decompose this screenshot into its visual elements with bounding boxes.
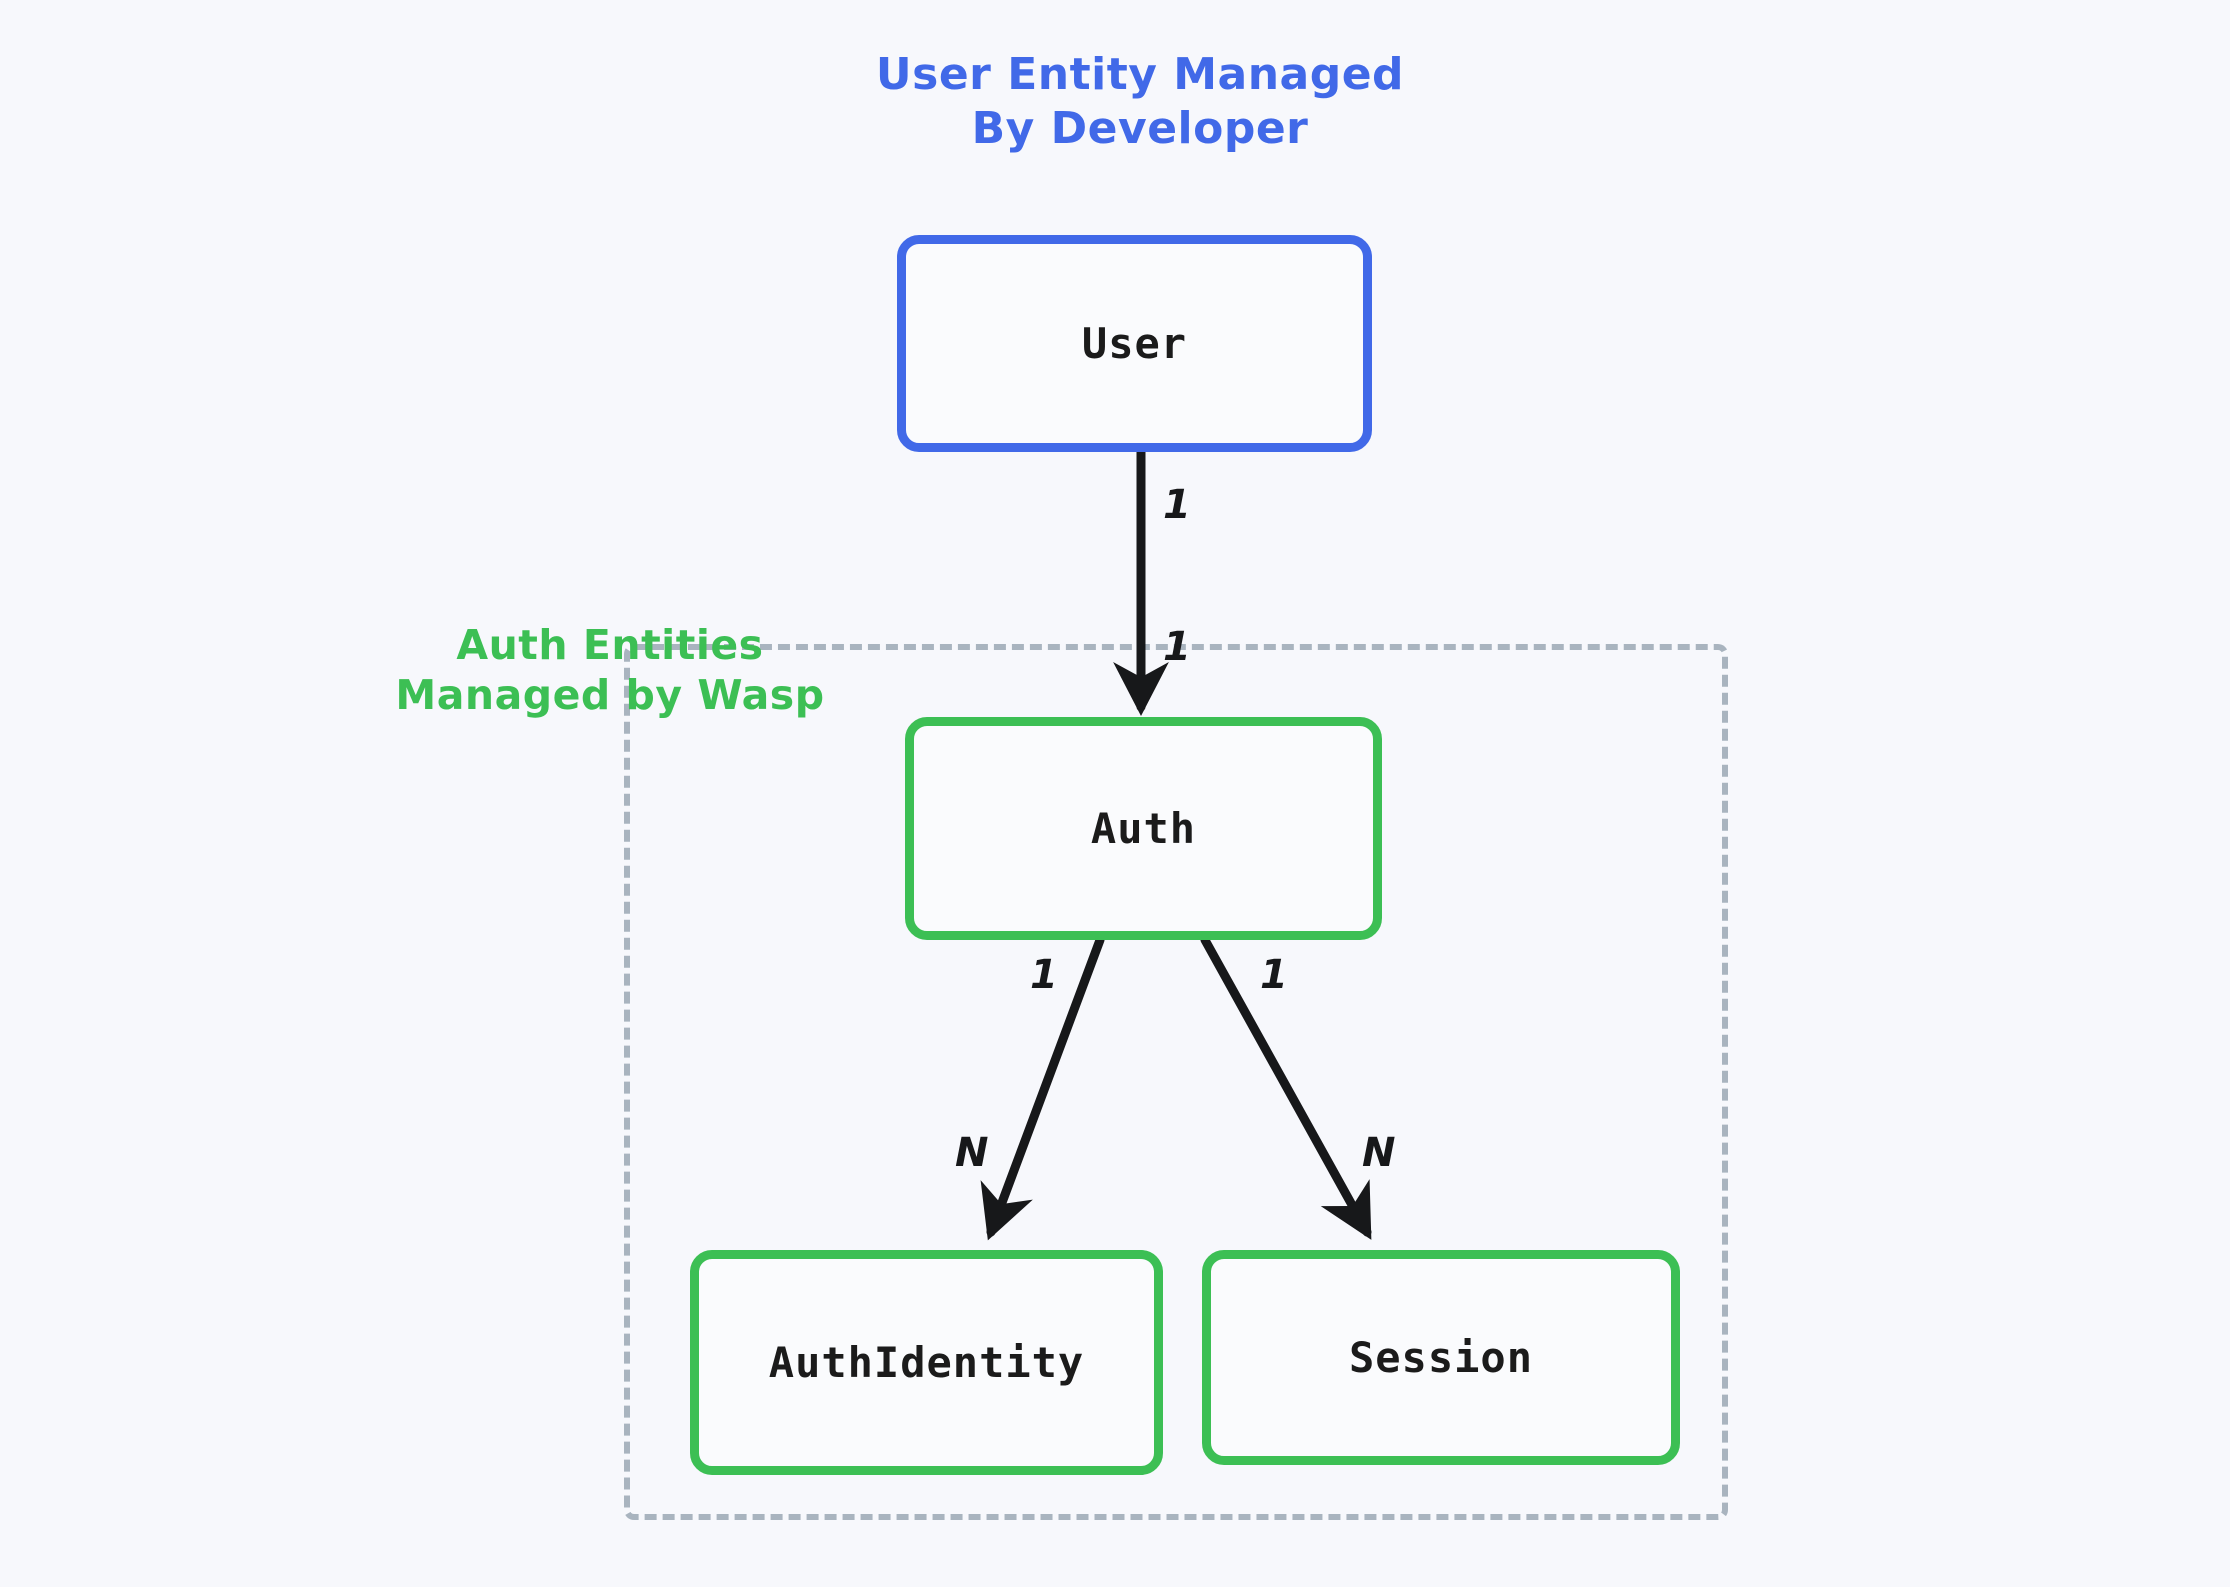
entity-node-authidentity[interactable]: AuthIdentity — [690, 1250, 1163, 1475]
cardinality-user-to-auth-from: 1 — [1163, 482, 1191, 528]
cardinality-auth-to-authidentity-to: N — [955, 1130, 989, 1176]
developer-group-label: User Entity Managed By Developer — [875, 49, 1405, 154]
cardinality-auth-to-session-to: N — [1362, 1130, 1396, 1176]
entity-node-user[interactable]: User — [897, 235, 1372, 452]
cardinality-auth-to-authidentity-from: 1 — [1030, 952, 1058, 998]
entity-node-session-label: Session — [1348, 1333, 1533, 1382]
cardinality-auth-to-session-from: 1 — [1260, 952, 1288, 998]
entity-node-user-label: User — [1081, 319, 1188, 368]
entity-node-session[interactable]: Session — [1202, 1250, 1680, 1465]
entity-node-auth-label: Auth — [1090, 804, 1197, 853]
wasp-group-label: Auth Entities Managed by Wasp — [395, 621, 825, 720]
entity-node-authidentity-label: AuthIdentity — [768, 1338, 1085, 1387]
entity-node-auth[interactable]: Auth — [905, 717, 1382, 940]
cardinality-user-to-auth-to: 1 — [1163, 624, 1191, 670]
wasp-entities-boundary — [624, 644, 1728, 1520]
